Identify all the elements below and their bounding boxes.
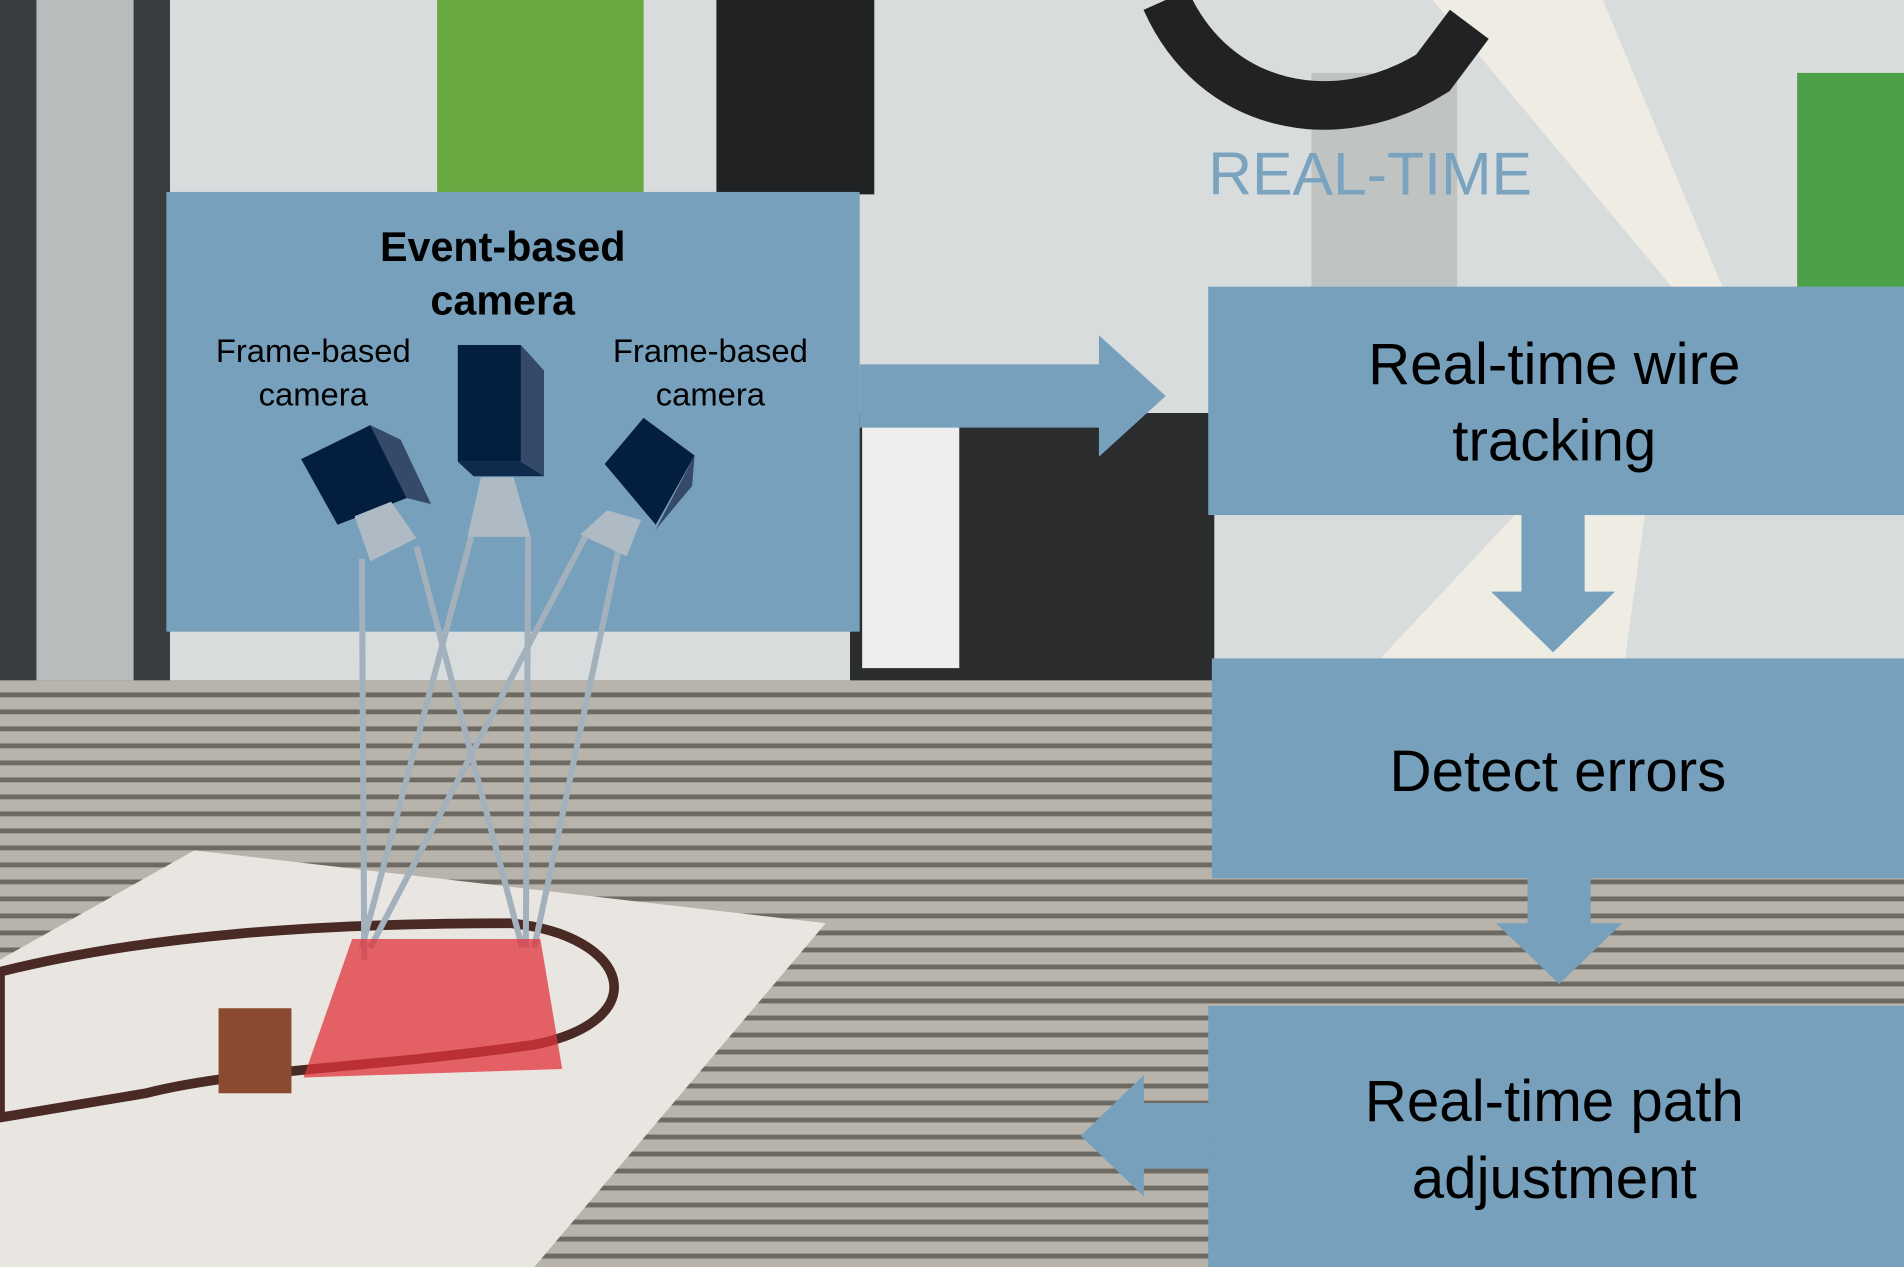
- tracking-label-2: tracking: [1452, 408, 1656, 473]
- path-label-2: adjustment: [1412, 1146, 1697, 1211]
- left-camera-label: Frame-based: [216, 332, 411, 369]
- arrow-down-icon: [1491, 515, 1615, 653]
- detect-label: Detect errors: [1390, 739, 1727, 804]
- pipeline-step-detect: Detect errors: [1211, 658, 1904, 879]
- right-frame-camera-icon: [580, 417, 695, 557]
- left-frame-camera-icon: [301, 425, 432, 562]
- right-camera-label: Frame-based: [613, 332, 808, 369]
- path-label: Real-time path: [1365, 1069, 1744, 1134]
- pipeline-step-tracking: Real-time wire tracking: [1208, 286, 1904, 516]
- arrow-left-icon: [1080, 1075, 1209, 1197]
- left-camera-label-2: camera: [259, 376, 369, 413]
- right-camera-label-2: camera: [656, 376, 766, 413]
- arrow-right-icon: [859, 335, 1166, 457]
- event-camera-title: Event-based: [380, 224, 625, 270]
- event-camera-title-2: camera: [430, 278, 576, 324]
- inspection-region: [303, 939, 563, 1078]
- camera-rays: [358, 533, 623, 960]
- event-camera-icon: [457, 344, 544, 537]
- pipeline-step-path: Real-time path adjustment: [1208, 1005, 1904, 1267]
- real-time-label: REAL-TIME: [1208, 139, 1532, 207]
- tracking-label: Real-time wire: [1368, 332, 1740, 397]
- arrow-down-icon: [1496, 878, 1623, 984]
